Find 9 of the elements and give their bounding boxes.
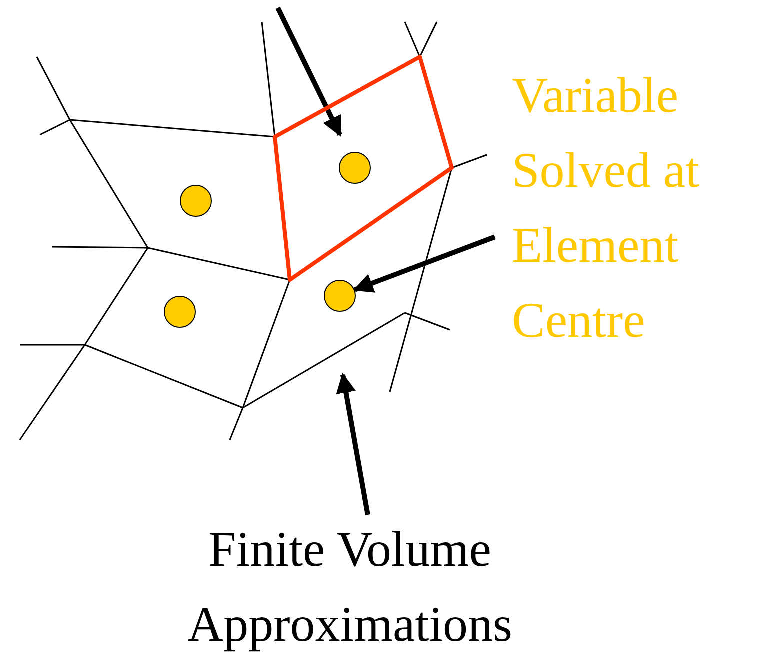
- centre-dot: [324, 280, 356, 312]
- arrow: [336, 373, 370, 516]
- centre-dot: [180, 185, 212, 217]
- arrow: [276, 6, 342, 137]
- centre-dot: [164, 296, 196, 328]
- annotation-text: Variable Solved at Element Centre: [512, 66, 700, 350]
- arrow: [353, 234, 496, 293]
- centre-dot: [339, 152, 371, 184]
- caption-text: Finite Volume Approximations: [186, 520, 514, 653]
